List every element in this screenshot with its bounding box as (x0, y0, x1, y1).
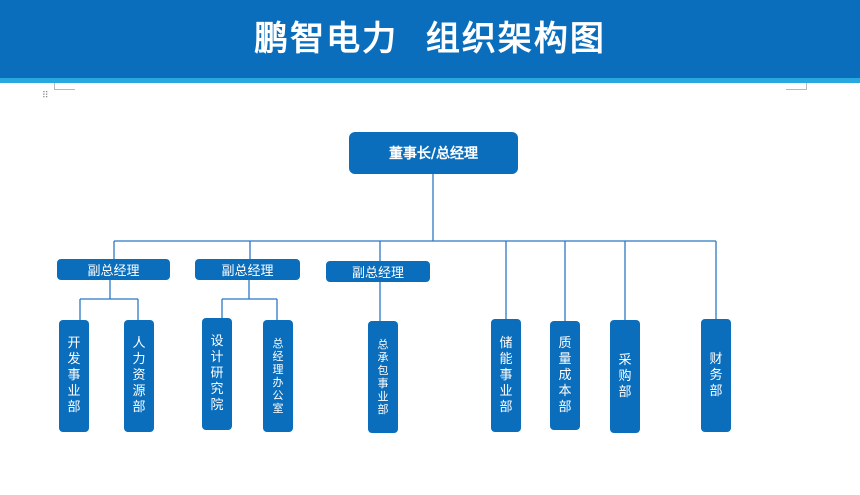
org-node-department: 储能事业部 (491, 319, 521, 432)
header-bar (0, 0, 860, 78)
drag-handle-icon[interactable]: ⠿ (42, 91, 49, 101)
org-node-department: 质量成本部 (550, 321, 580, 430)
org-node-department: 总经理办公室 (263, 320, 293, 432)
org-node-vice-president-1: 副总经理 (57, 259, 170, 280)
org-node-department: 财务部 (701, 319, 731, 432)
org-node-department: 设计研究院 (202, 318, 232, 430)
org-node-department: 总承包事业部 (368, 321, 398, 433)
org-node-vice-president-2: 副总经理 (195, 259, 300, 280)
page-title: 鹏智电力 组织架构图 (254, 19, 606, 59)
org-node-department: 开发事业部 (59, 320, 89, 432)
org-node-department: 采购部 (610, 320, 640, 433)
right-margin-corner-mark (786, 83, 807, 90)
header-accent-stripe (0, 78, 860, 83)
org-node-chairman: 董事长/总经理 (349, 132, 518, 174)
org-node-department: 人力资源部 (124, 320, 154, 432)
org-node-vice-president-3: 副总经理 (326, 261, 430, 282)
left-margin-corner-mark (54, 83, 75, 90)
